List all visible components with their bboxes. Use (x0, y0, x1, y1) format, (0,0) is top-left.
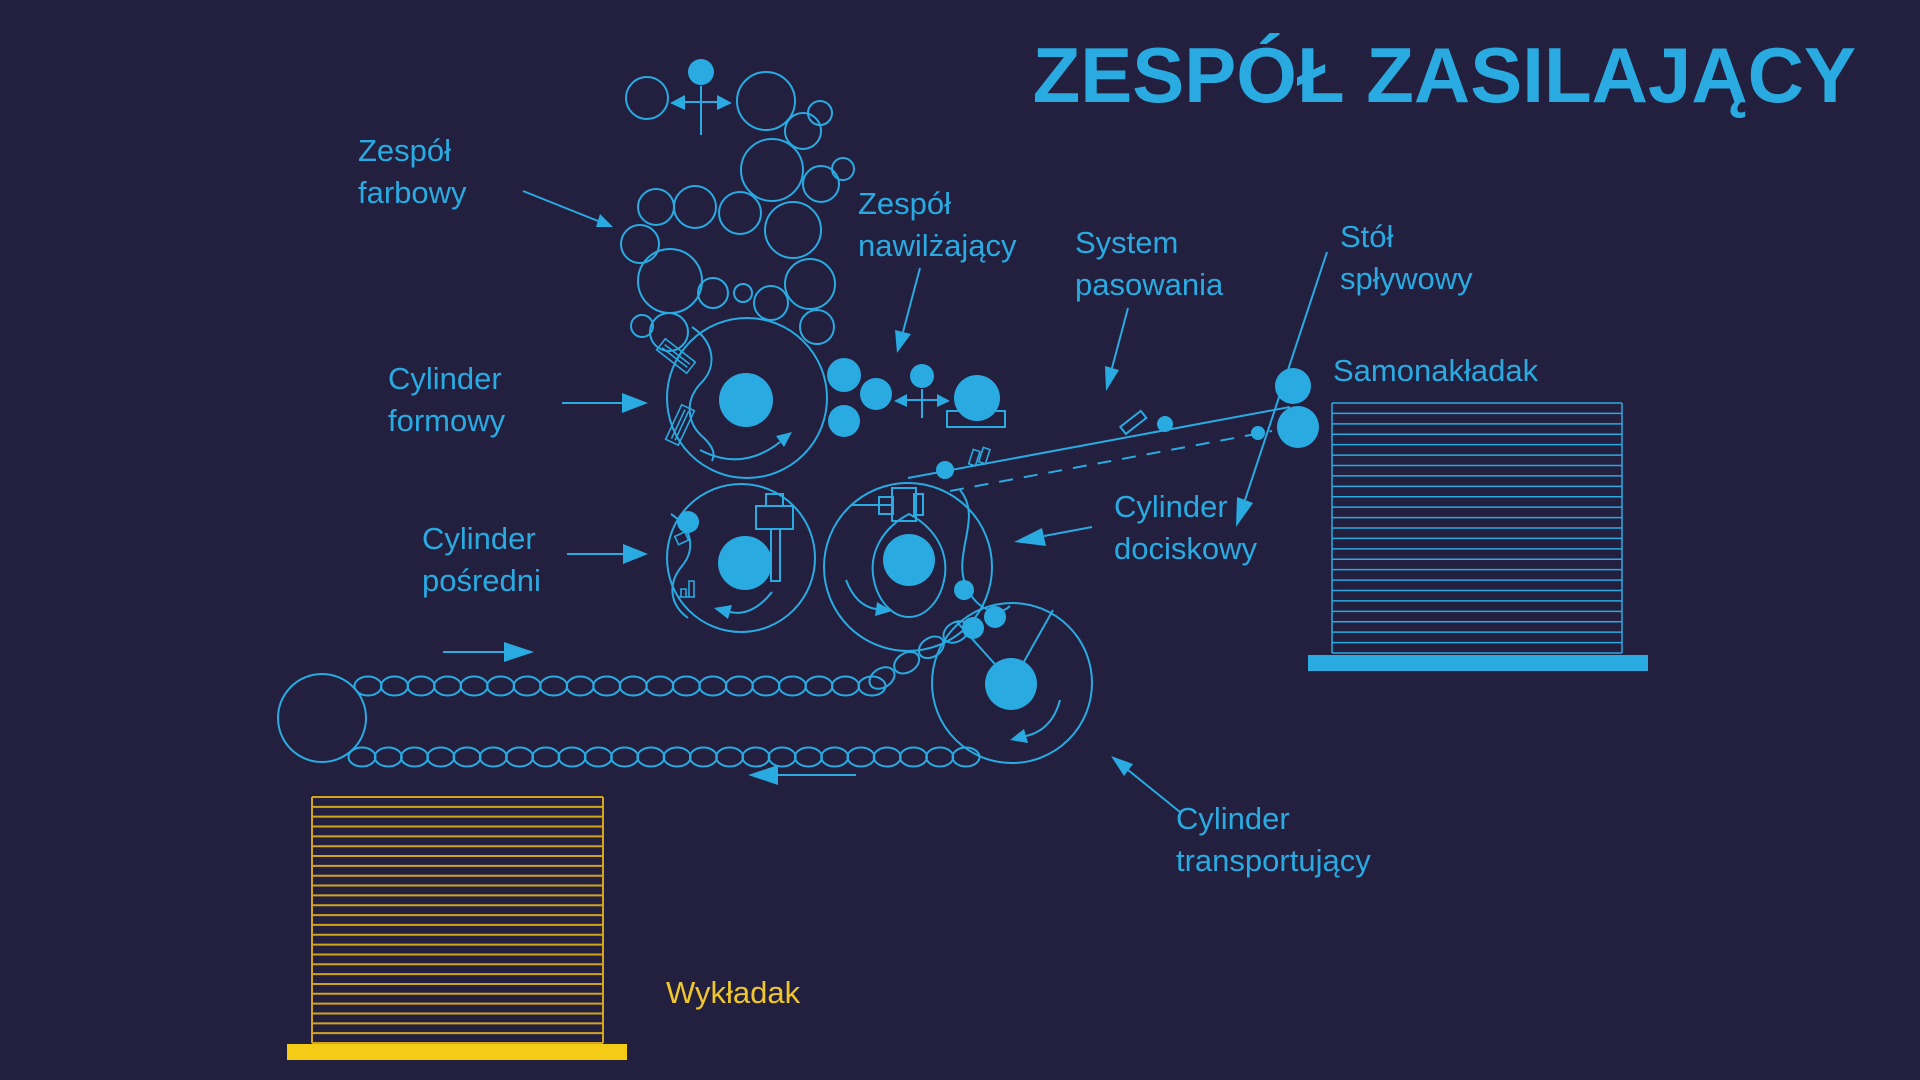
rotation-arrow-ccw (729, 591, 773, 614)
feed-table-drawing (907, 368, 1319, 492)
feed-roller-bottom (1277, 406, 1319, 448)
rotation-arrow-clockwise (699, 441, 781, 461)
inking-unit-drawing (620, 59, 855, 352)
arrow-feed-table (1236, 251, 1328, 527)
label-inking-unit: Zespół farbowy (358, 133, 467, 210)
feeder-stack-base (1308, 655, 1648, 671)
label-plate-cylinder: Cylinder formowy (388, 361, 506, 438)
intermediate-cylinder-outline (666, 483, 816, 633)
gauge-icon (678, 580, 695, 598)
front-lay-icon (1118, 409, 1148, 436)
chain-direction-arrow-right (443, 642, 534, 662)
impression-cylinder-drawing (823, 482, 1011, 652)
rotation-arrow-ccw (1025, 699, 1061, 737)
feeder-stack-drawing (1308, 402, 1648, 671)
chain-pulley (277, 673, 367, 763)
arrow-transport-cylinder (1111, 756, 1181, 813)
dampening-vibrator-icon (894, 364, 950, 418)
label-impression-cylinder: Cylinder dociskowy (1114, 489, 1257, 566)
plate-cylinder-drawing (655, 317, 828, 479)
fountain-roller (954, 375, 1000, 421)
arrow-plate-cylinder (562, 393, 648, 413)
transport-cylinder-drawing (931, 602, 1093, 764)
label-intermediate-cylinder: Cylinder pośredni (422, 521, 541, 598)
intermediate-cylinder-drawing (666, 483, 816, 633)
label-dampening-unit: Zespół nawilżający (858, 186, 1017, 263)
arrow-registration-system (1105, 307, 1129, 391)
page-title: ZESPÓŁ ZASILAJĄCY (1032, 31, 1856, 119)
delivery-stack-base (287, 1044, 627, 1060)
gripper-icon (852, 487, 924, 522)
water-tray (946, 410, 1006, 428)
sheet-guide-icon (967, 446, 991, 467)
label-feed-table: Stół spływowy (1340, 219, 1473, 296)
arrow-inking-unit (522, 190, 613, 227)
arrow-intermediate-cylinder (567, 544, 648, 564)
plate-cylinder-outline (666, 317, 828, 479)
label-arrows (522, 190, 1328, 813)
chain-direction-arrow-left (748, 765, 856, 785)
impression-cylinder-outline (823, 482, 993, 652)
label-feeder: Samonakładak (1333, 353, 1539, 388)
dampening-unit-drawing (827, 358, 1006, 437)
feed-roller-top (1275, 368, 1311, 404)
ink-fountain-vibrator-icon (670, 59, 732, 135)
rotation-arrow-cw (845, 579, 877, 610)
plate-clamp-bottom (664, 403, 696, 447)
label-delivery: Wykładak (666, 975, 801, 1010)
arrow-impression-cylinder (1014, 526, 1093, 546)
transport-cylinder-outline (931, 602, 1093, 764)
tension-bolt-icon (755, 493, 794, 582)
arrow-dampening-unit (895, 267, 921, 353)
plate-clamp-top (655, 337, 697, 375)
label-transport-cylinder: Cylinder transportujący (1176, 801, 1371, 878)
delivery-stack-drawing (287, 796, 627, 1060)
chain-conveyor-drawing (277, 620, 981, 785)
label-registration-system: System pasowania (1075, 225, 1224, 302)
